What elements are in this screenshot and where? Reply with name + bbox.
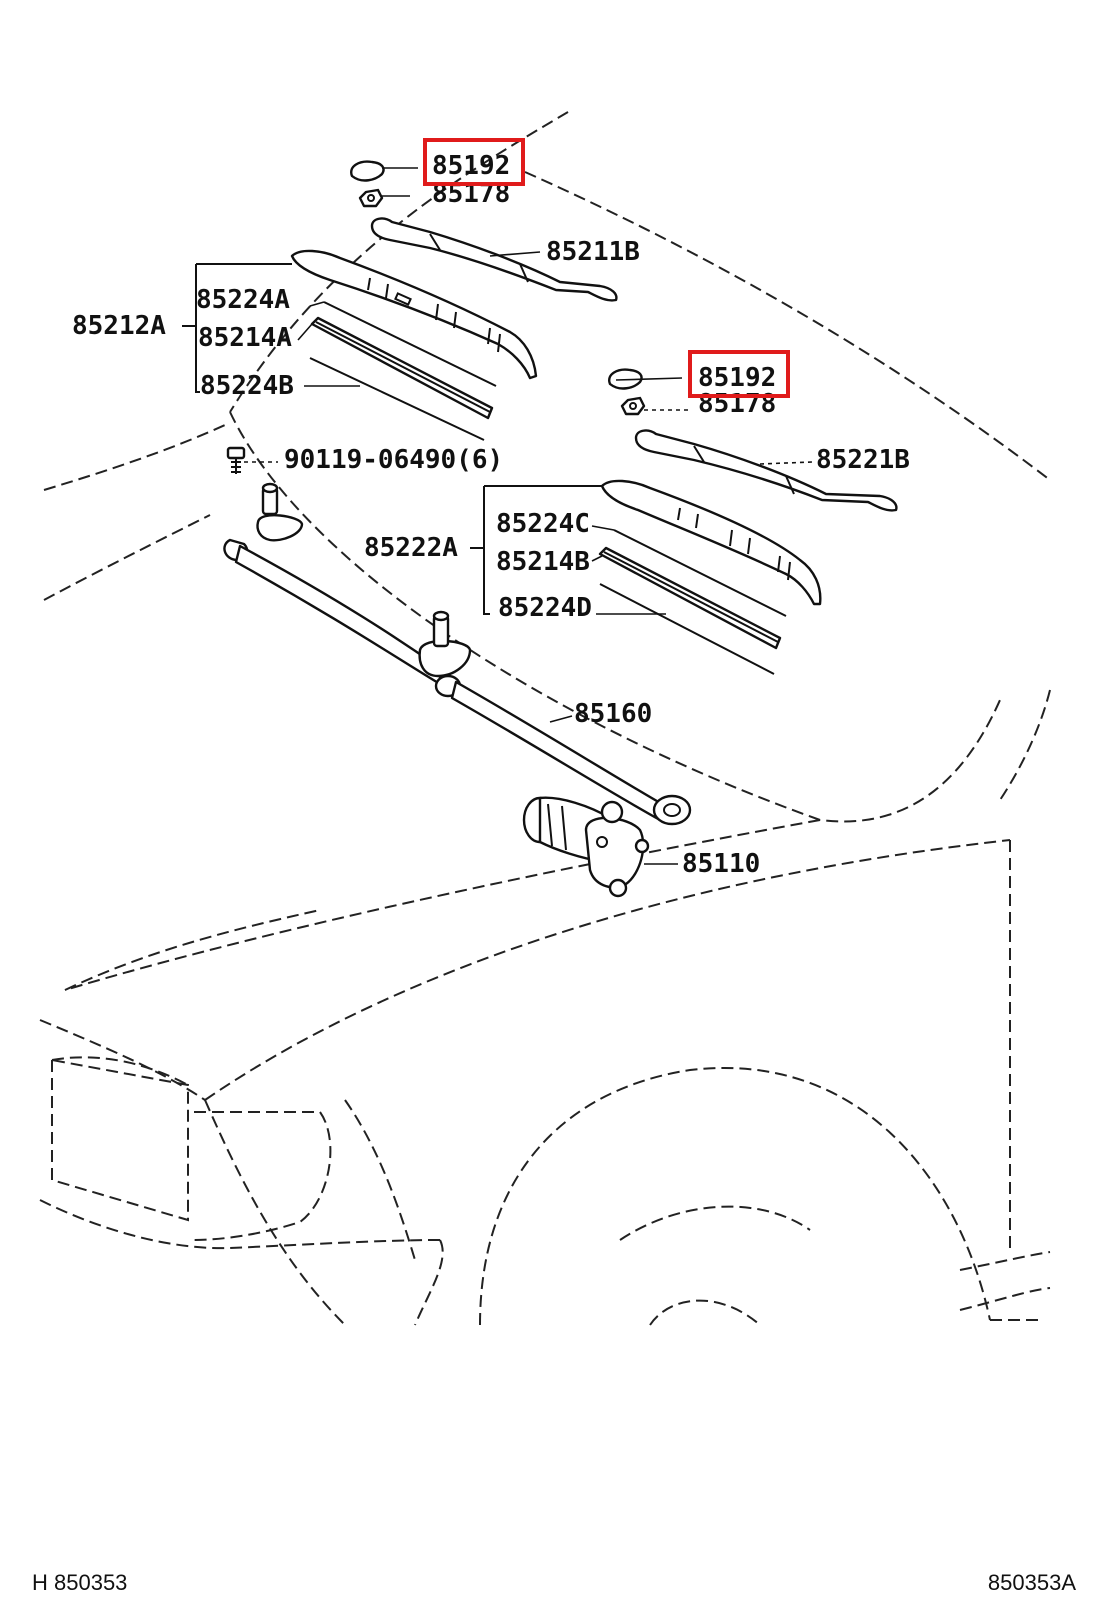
wiper-rubber-upper [310,316,494,420]
bracket-85212A [182,263,292,393]
highlight-box-85192-lower [688,350,790,398]
footer-code-left: H 850353 [32,1570,127,1595]
wiper-arm-lower [634,429,898,512]
part-number-85224C[interactable]: 85224C [496,509,590,539]
wiper-blade-lower [600,479,822,606]
bracket-85222A [470,485,602,615]
part-number-85212A[interactable]: 85212A [72,311,166,341]
part-number-85221B[interactable]: 85221B [816,445,910,475]
wiper-backing-strip-lower-a [613,529,787,617]
wiper-rubber-lower [598,546,782,650]
wiper-blade-upper [290,249,538,380]
part-number-85211B[interactable]: 85211B [546,237,640,267]
part-number-85192-lower[interactable]: 85192 [698,363,776,393]
wiper-backing-strip-upper-b [309,357,485,441]
part-number-85192-upper[interactable]: 85192 [432,151,510,181]
wiper-motor [522,796,650,898]
part-number-85178-lower[interactable]: 85178 [698,389,776,419]
wiper-arm-cap-upper [350,160,385,182]
part-number-85214A[interactable]: 85214A [198,323,292,353]
highlight-boxes [423,138,790,398]
part-number-90119-06490[interactable]: 90119-06490(6) [284,445,503,475]
bolt [226,446,246,474]
part-labels: 85192 85178 85211B 85224A 85212A 85214A … [72,151,910,879]
highlight-box-85192-upper [423,138,525,186]
part-number-85214B[interactable]: 85214B [496,547,590,577]
footer-code-right: 850353A [988,1570,1076,1595]
leader-lines [244,167,813,865]
wiper-link [223,482,692,826]
nut-upper [358,188,384,208]
wiper-arm-upper [370,217,618,302]
wiper-backing-strip-lower-b [599,583,775,675]
part-number-85224A[interactable]: 85224A [196,285,290,315]
part-number-85222A[interactable]: 85222A [364,533,458,563]
part-number-85110[interactable]: 85110 [682,849,760,879]
part-number-85224D[interactable]: 85224D [498,593,592,623]
vehicle-body-outline [39,111,1051,1326]
part-number-85160[interactable]: 85160 [574,699,652,729]
wiper-backing-strip-upper-a [323,301,497,387]
nut-lower [620,396,646,416]
part-number-85224B[interactable]: 85224B [200,371,294,401]
